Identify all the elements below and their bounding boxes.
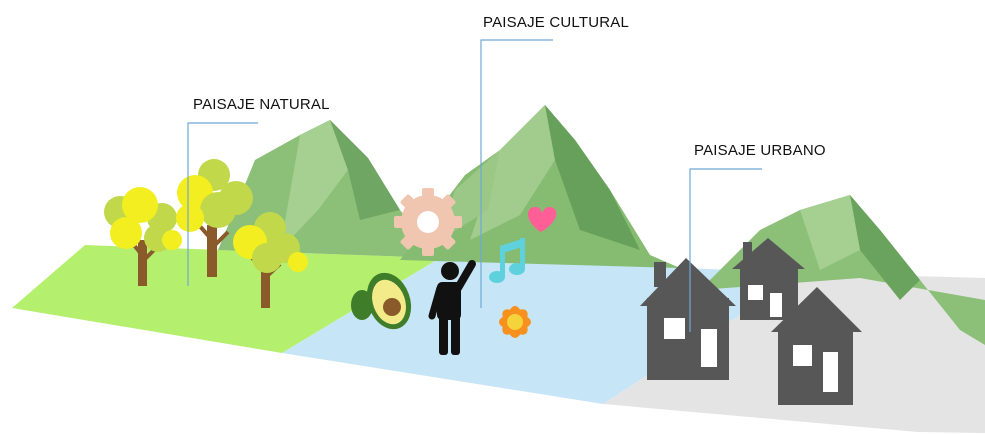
natural-ground [12,245,440,353]
person-icon [428,260,476,355]
urban-landscape-label: PAISAJE URBANO [694,142,826,159]
tree-icon [104,187,182,286]
tree-icon [233,212,308,308]
gear-icon [394,188,462,256]
urbano-leader-line [689,168,762,332]
mountain-icon [700,195,985,345]
house-icon [732,238,805,320]
avocado-icon [351,272,412,330]
house-icon [640,258,736,380]
cultural-leader-line [480,39,553,308]
natural-landscape-label: PAISAJE NATURAL [193,96,330,113]
natural-leader-line [187,122,258,286]
music-note-icon [489,238,525,283]
cultural-landscape-label: PAISAJE CULTURAL [483,14,630,31]
house-icon [771,287,862,405]
heart-icon [527,206,557,232]
tree-icon [176,159,253,277]
flower-icon [499,306,531,338]
